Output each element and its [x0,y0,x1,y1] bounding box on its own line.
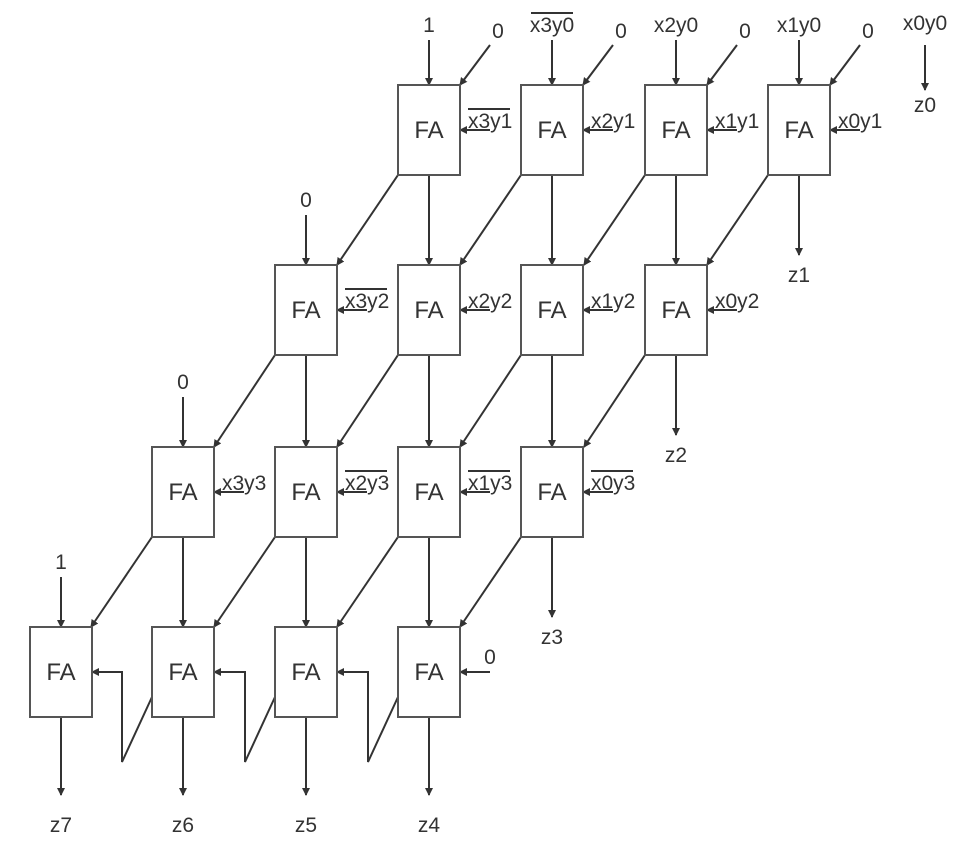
carry-input-label: 0 [492,20,504,43]
full-adder-r1-c1 [397,84,461,176]
bypass-input-label: x0y0 [903,12,947,35]
full-adder-label: FA [168,479,197,506]
top-input-label: x1y0 [777,14,821,37]
full-adder-r4-c1 [29,626,93,718]
full-adder-r1-c2 [520,84,584,176]
partial-product-label: x3y3 [222,472,266,495]
carry-input-label: 0 [862,20,874,43]
full-adder-label: FA [414,479,443,506]
ripple-carry-wire [213,668,276,763]
output-z1: z1 [788,264,810,287]
top-input-label: 0 [177,371,189,394]
full-adder-label: FA [414,117,443,144]
carry-wire [583,174,646,266]
full-adder-r4-c3 [274,626,338,718]
full-adder-label: FA [168,659,197,686]
partial-product-label: x3y1 [468,110,512,133]
partial-product-label: x1y3 [468,472,512,495]
full-adder-r2-c1 [274,264,338,356]
carry-wire [706,174,769,266]
partial-product-label: x0y1 [838,110,882,133]
full-adder-r3-c2 [274,446,338,538]
carry-input-arrow [829,44,861,86]
full-adder-r3-c1 [151,446,215,538]
carry-wire [459,354,522,448]
full-adder-label: FA [414,659,443,686]
carry-wire [336,174,399,266]
full-adder-label: FA [291,479,320,506]
carry-wire [336,354,399,448]
carry-wire [336,536,399,628]
output-z6: z6 [172,814,194,837]
full-adder-label: FA [661,297,690,324]
top-input-label: 1 [55,551,67,574]
full-adder-r1-c3 [644,84,708,176]
partial-product-label: x0y3 [591,472,635,495]
partial-product-label: x2y2 [468,290,512,313]
carry-wire [213,536,276,628]
partial-product-label: x2y1 [591,110,635,133]
full-adder-label: FA [46,659,75,686]
full-adder-label: FA [414,297,443,324]
output-z5: z5 [295,814,317,837]
partial-product-label: x3y2 [345,290,389,313]
input-label: 0 [484,646,496,669]
full-adder-r4-c4 [397,626,461,718]
full-adder-r3-c3 [397,446,461,538]
full-adder-r1-c4 [767,84,831,176]
carry-wire [459,536,522,628]
full-adder-label: FA [291,659,320,686]
partial-product-label: x0y2 [715,290,759,313]
carry-input-arrow [582,44,614,86]
full-adder-label: FA [661,117,690,144]
full-adder-label: FA [537,117,566,144]
full-adder-r2-c4 [644,264,708,356]
full-adder-r3-c4 [520,446,584,538]
full-adder-r4-c2 [151,626,215,718]
top-input-label: x3y0 [530,14,574,37]
output-z3: z3 [541,626,563,649]
carry-wire [90,536,153,628]
top-input-label: 0 [300,189,312,212]
carry-wire [459,174,522,266]
carry-input-arrow [706,44,738,86]
output-z2: z2 [665,444,687,467]
ripple-carry-wire [91,668,153,763]
full-adder-r2-c3 [520,264,584,356]
partial-product-label: x1y2 [591,290,635,313]
full-adder-r2-c2 [397,264,461,356]
partial-product-label: x1y1 [715,110,759,133]
full-adder-label: FA [784,117,813,144]
carry-wire [583,354,646,448]
carry-input-label: 0 [739,20,751,43]
full-adder-label: FA [537,479,566,506]
full-adder-label: FA [291,297,320,324]
output-z0: z0 [914,94,936,117]
carry-input-arrow [459,44,491,86]
partial-product-label: x2y3 [345,472,389,495]
carry-input-label: 0 [615,20,627,43]
top-input-label: x2y0 [654,14,698,37]
full-adder-label: FA [537,297,566,324]
ripple-carry-wire [336,668,399,763]
top-input-label: 1 [423,14,435,37]
output-z4: z4 [418,814,441,837]
carry-wire [213,354,276,448]
output-z7: z7 [50,814,72,837]
